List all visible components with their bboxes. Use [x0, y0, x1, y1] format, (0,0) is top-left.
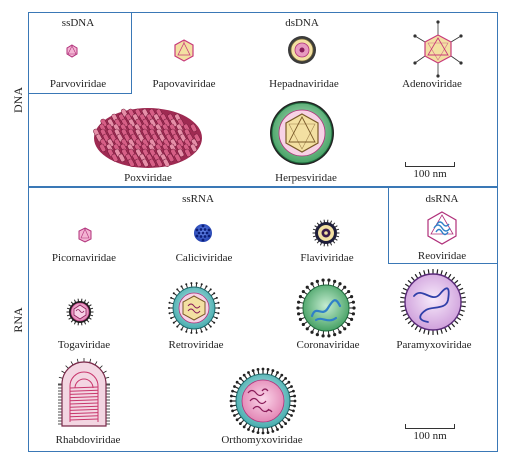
herpesviridae-icon [270, 101, 334, 165]
label-picornaviridae: Picornaviridae [51, 252, 117, 264]
togaviridae-icon [66, 298, 94, 326]
label-herpesviridae: Herpesviridae [275, 172, 337, 184]
poxviridae-icon [93, 108, 202, 168]
label-retroviridae: Retroviridae [168, 339, 224, 351]
label-parvoviridae: Parvoviridae [49, 78, 107, 90]
label-hepadnaviridae: Hepadnaviridae [269, 78, 339, 90]
dsrna-label: dsRNA [425, 193, 459, 205]
parvoviridae-icon [66, 44, 78, 58]
label-orthomyxoviridae: Orthomyxoviridae [221, 434, 303, 446]
picornaviridae-icon [78, 227, 92, 243]
label-papovaviridae: Papovaviridae [152, 78, 216, 90]
rna-panel [28, 186, 498, 452]
reoviridae-icon [427, 211, 457, 245]
adenoviridae-icon [413, 20, 463, 78]
label-reoviridae: Reoviridae [417, 250, 467, 262]
label-rhabdoviridae: Rhabdoviridae [55, 434, 121, 446]
dsdna-label: dsDNA [285, 17, 319, 29]
hepadnaviridae-icon [288, 36, 316, 64]
dsrna-box [388, 186, 498, 264]
dna-panel [28, 12, 498, 188]
flaviviridae-icon [312, 219, 340, 247]
label-adenoviridae: Adenoviridae [402, 78, 462, 90]
label-poxviridae: Poxviridae [124, 172, 172, 184]
label-togaviridae: Togaviridae [57, 339, 111, 351]
caliciviridae-icon [194, 224, 212, 242]
paramyxoviridae-icon [400, 269, 466, 335]
label-flaviviridae: Flaviviridae [300, 252, 354, 264]
papovaviridae-icon [174, 39, 194, 62]
rhabdoviridae-icon [58, 358, 110, 427]
rna-scale-label: 100 nm [413, 430, 447, 442]
ssdna-box [28, 12, 132, 94]
label-coronaviridae: Coronaviridae [296, 339, 360, 351]
coronaviridae-icon [296, 278, 356, 338]
dna-scale-label: 100 nm [413, 168, 447, 180]
ssrna-label: ssRNA [182, 193, 214, 205]
retroviridae-icon [168, 282, 220, 334]
orthomyxoviridae-icon [229, 367, 297, 435]
ssdna-label: ssDNA [61, 17, 95, 29]
label-caliciviridae: Caliciviridae [175, 252, 233, 264]
label-paramyxoviridae: Paramyxoviridae [396, 339, 472, 351]
